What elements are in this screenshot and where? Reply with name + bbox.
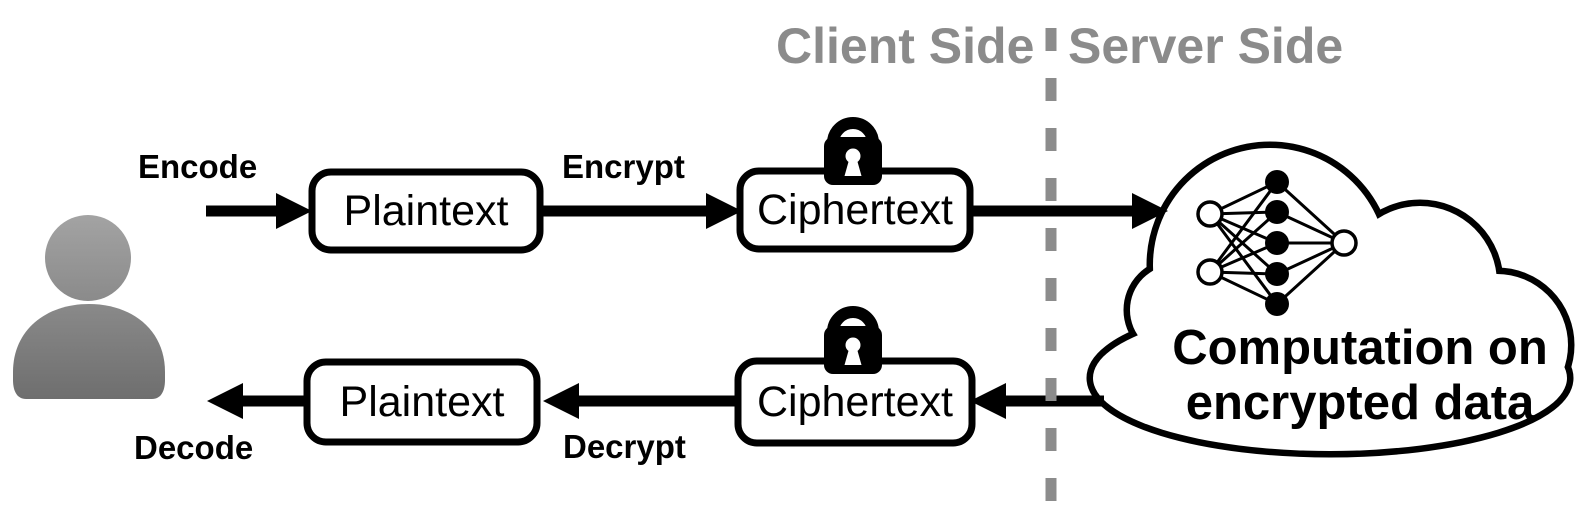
flow-arrows [206,193,1168,419]
encrypt-arrow [540,193,742,229]
cloud-caption-line1: Computation on [1172,321,1548,375]
to-server-arrow [968,193,1168,229]
server-side-label: Server Side [1068,18,1344,74]
from-server-arrow [970,383,1104,419]
cloud-caption-line2: encrypted data [1185,376,1535,430]
plaintext-top-box-label: Plaintext [343,186,509,235]
ciphertext-bottom-box-label: Ciphertext [757,377,953,426]
plaintext-bottom-box [303,358,541,446]
cloud-caption: Computation on encrypted data [1150,321,1570,431]
encode-label: Encode [138,148,258,185]
flow-boxes [303,167,976,447]
decode-label: Decode [134,429,254,466]
lock-icon [824,306,882,374]
plaintext-bottom-box-label: Plaintext [339,377,505,426]
encode-arrow [206,193,312,229]
client-side-label: Client Side [776,18,1035,74]
ciphertext-top-box-label: Ciphertext [757,185,953,234]
encrypt-label: Encrypt [562,148,685,185]
decode-arrow [207,383,307,419]
lock-icon [824,117,882,185]
decrypt-arrow [543,383,738,419]
neural-network-icon [1196,170,1358,316]
user-icon [13,215,165,399]
plaintext-top-box [308,168,544,254]
decrypt-label: Decrypt [563,428,686,465]
cloud-icon [1086,141,1575,458]
